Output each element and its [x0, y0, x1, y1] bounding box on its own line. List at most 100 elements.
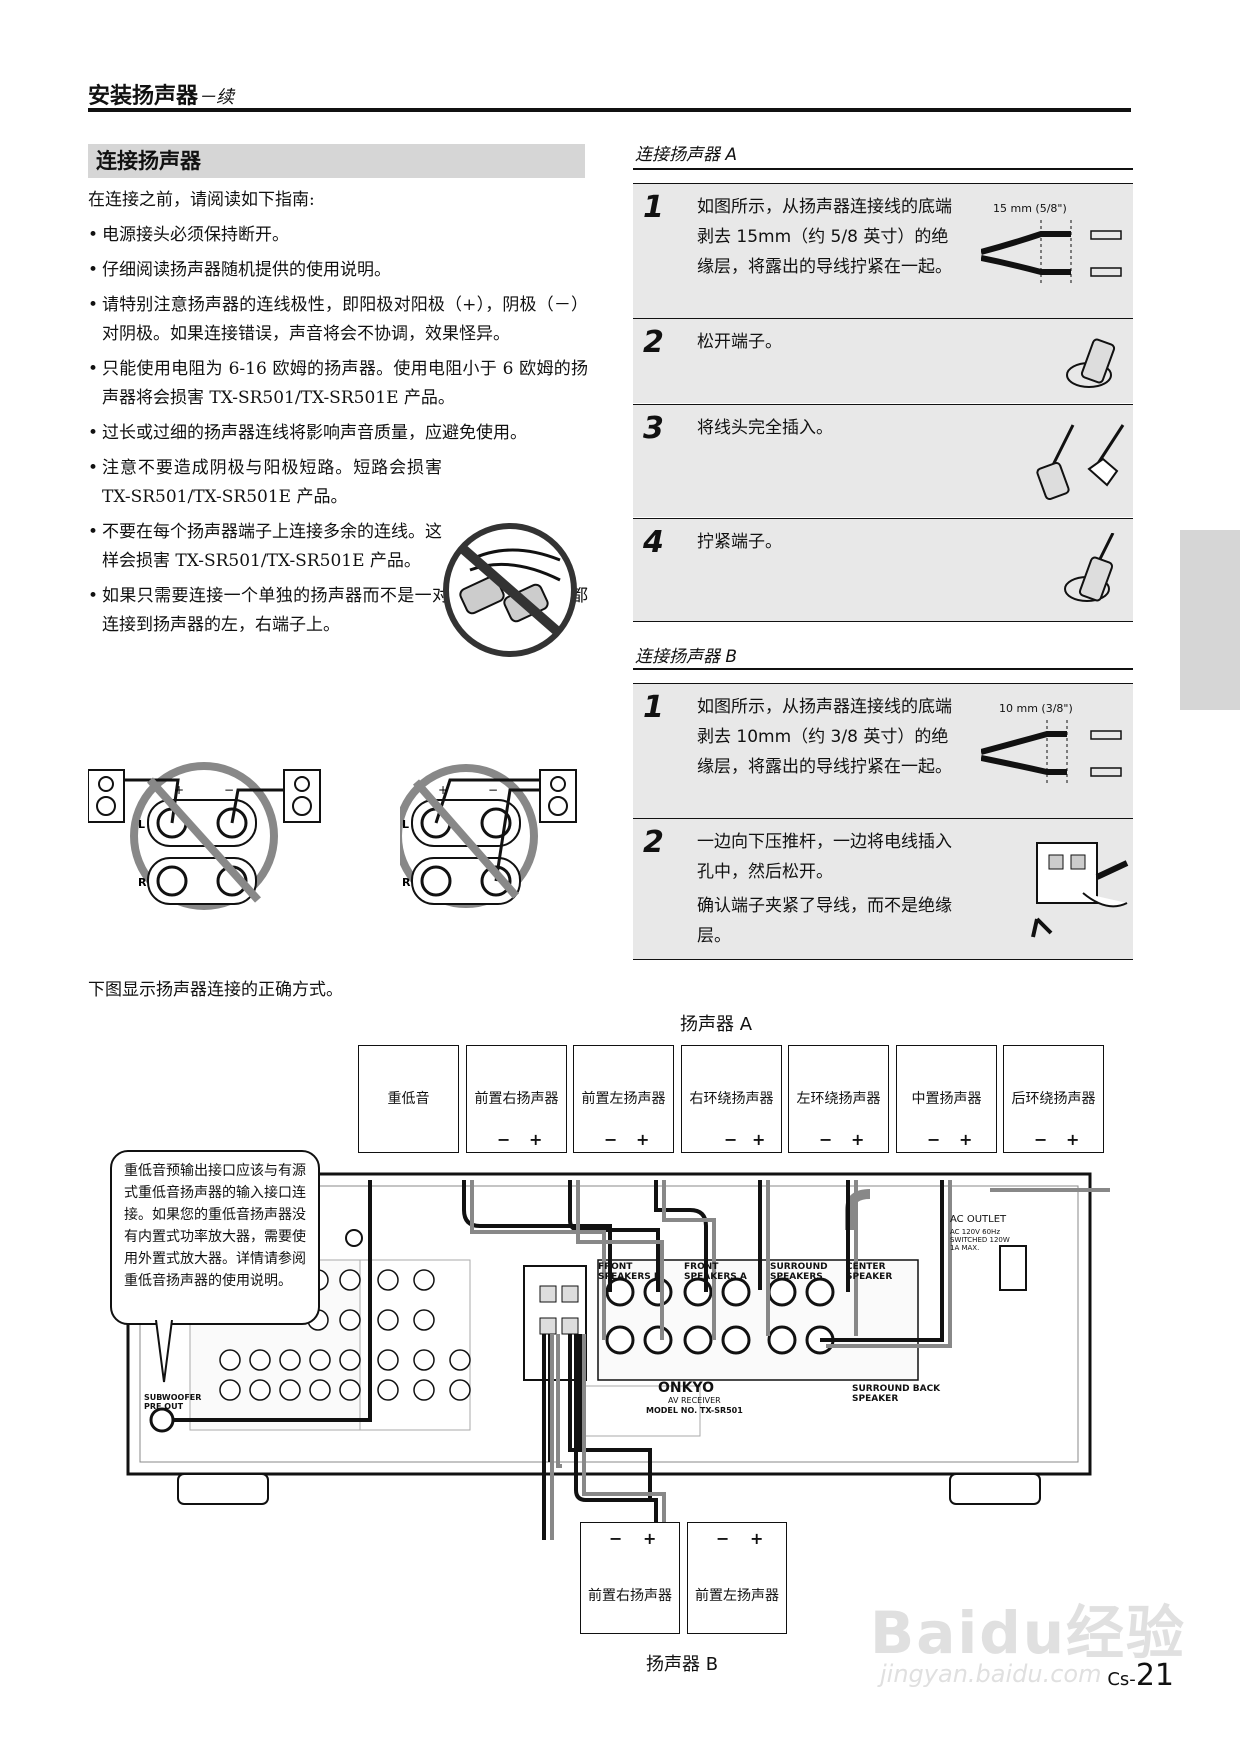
- row-divider: [633, 318, 1133, 319]
- speaker-name: 中置扬声器: [911, 1091, 982, 1107]
- page-number: Cs-21: [1107, 1658, 1174, 1693]
- strip-length-label: 15 mm (5/8"): [993, 202, 1067, 215]
- speakers-a-label: 扬声器 A: [680, 1014, 753, 1035]
- step-number: 3: [643, 411, 664, 446]
- step-number: 1: [643, 690, 664, 725]
- baidu-watermark-url: jingyan.baidu.com: [880, 1660, 1102, 1688]
- receiver-type: AV RECEIVER: [668, 1396, 721, 1405]
- speaker-box-b-front-right: − + 前置右扬声器: [580, 1522, 680, 1634]
- minus-label: −: [604, 1130, 618, 1149]
- diagram-caption: 下图显示扬声器连接的正确方式。: [88, 980, 343, 1000]
- speaker-box-surround-right: 右环绕扬声器 − +: [681, 1045, 782, 1153]
- speaker-name: 前置右扬声器: [588, 1588, 672, 1604]
- minus-label: −: [497, 1130, 511, 1149]
- terminal-minus-label: −: [488, 783, 498, 797]
- speaker-box-front-left: 前置左扬声器 − +: [573, 1045, 674, 1153]
- speaker-name: 后环绕扬声器: [1011, 1091, 1096, 1107]
- minus-label: −: [716, 1529, 730, 1548]
- speaker-name: 前置左扬声器: [695, 1588, 779, 1604]
- terminal-plus-label: +: [174, 783, 184, 797]
- header-title-text: 安装扬声器: [88, 84, 199, 109]
- step-text: 将线头完全插入。: [697, 418, 833, 438]
- bullet-item: 注意不要造成阴极与阳极短路。短路会损害 TX-SR501/TX-SR501E 产…: [88, 454, 442, 512]
- plus-label: +: [643, 1529, 657, 1548]
- row-divider: [633, 818, 1133, 819]
- speaker-name: 前置右扬声器: [474, 1091, 559, 1107]
- speaker-name: 重低音: [387, 1091, 430, 1107]
- minus-label: −: [927, 1130, 941, 1149]
- speaker-name: 右环绕扬声器: [689, 1091, 774, 1107]
- connect-b-rule: [633, 668, 1133, 670]
- page-num: 21: [1135, 1658, 1174, 1693]
- row-divider: [633, 183, 1133, 184]
- speakers-b-label: 扬声器 B: [646, 1654, 719, 1675]
- plus-label: +: [750, 1529, 764, 1548]
- step-number: 2: [643, 825, 664, 860]
- insert-wire-illustration: [1036, 424, 1125, 501]
- step-note: 确认端子夹紧了导线，而不是绝缘层。: [697, 896, 952, 946]
- speaker-name: 左环绕扬声器: [796, 1091, 881, 1107]
- step-number: 4: [643, 525, 664, 560]
- bullet-item: 电源接头必须保持断开。: [88, 221, 588, 250]
- bullet-item: 过长或过细的扬声器连线将影响声音质量，应避免使用。: [88, 419, 588, 448]
- speaker-box-surround-back: 后环绕扬声器 − +: [1003, 1045, 1104, 1153]
- bullet-item: 请特别注意扬声器的连线极性，即阳极对阳极（+），阴极（－）对阴极。如果连接错误，…: [88, 291, 588, 349]
- surround-label: SURROUND SPEAKERS: [770, 1262, 828, 1282]
- speaker-box-subwoofer: 重低音: [358, 1045, 459, 1153]
- single-speaker-wrong-illustration-1: + − L R: [88, 762, 321, 910]
- plus-label: +: [1066, 1130, 1080, 1149]
- step-number: 1: [643, 190, 664, 225]
- step-text: 一边向下压推杆，一边将电线插入孔中，然后松开。: [697, 832, 952, 882]
- terminal-l-label: L: [138, 818, 145, 831]
- row-divider: [633, 404, 1133, 405]
- push-terminal-illustration: [1031, 842, 1129, 938]
- single-speaker-wrong-illustration-2: + − L R: [400, 764, 577, 908]
- minus-label: −: [724, 1130, 738, 1149]
- step-a-2: 2 松开端子。: [633, 319, 1133, 403]
- step-a-3: 3 将线头完全插入。: [633, 405, 1133, 517]
- ac-outlet-label: AC OUTLET: [950, 1214, 1007, 1225]
- row-divider: [633, 621, 1133, 622]
- model-number: MODEL NO. TX-SR501: [646, 1406, 743, 1415]
- surround-back-label: SURROUND BACK SPEAKER: [852, 1384, 941, 1404]
- plus-label: +: [529, 1130, 543, 1149]
- subwoofer-note: 重低音预输出接口应该与有源式重低音扬声器的输入接口连接。如果您的重低音扬声器没有…: [110, 1150, 320, 1325]
- step-b-1: 1 如图所示，从扬声器连接线的底端剥去 10mm（约 3/8 英寸）的绝缘层，将…: [633, 684, 1133, 818]
- page-prefix: Cs-: [1107, 1669, 1136, 1690]
- terminal-l-label: L: [402, 818, 409, 831]
- step-text: 如图所示，从扬声器连接线的底端剥去 10mm（约 3/8 英寸）的绝缘层，将露出…: [697, 697, 952, 777]
- step-a-1: 1 如图所示，从扬声器连接线的底端剥去 15mm（约 5/8 英寸）的绝缘层，将…: [633, 184, 1133, 318]
- terminal-r-label: R: [402, 876, 411, 889]
- subwoofer-pre-out-label: SUBWOOFER PRE OUT: [144, 1393, 202, 1411]
- front-b-label: FRONT SPEAKERS B: [598, 1262, 661, 1282]
- step-text: 松开端子。: [697, 332, 782, 352]
- speaker-box-center: 中置扬声器 − +: [896, 1045, 997, 1153]
- row-divider: [633, 959, 1133, 960]
- header-cont: －续: [198, 87, 235, 108]
- bullet-item: 不要在每个扬声器端子上连接多余的连线。这样会损害 TX-SR501/TX-SR5…: [88, 518, 442, 576]
- terminal-plus-label: +: [438, 783, 448, 797]
- plus-label: +: [636, 1130, 650, 1149]
- wire-strip-illustration: [981, 220, 1122, 284]
- step-number: 2: [643, 325, 664, 360]
- section-title: 连接扬声器: [88, 144, 585, 178]
- connect-b-title: 连接扬声器 B: [635, 647, 738, 667]
- bullet-item: 只能使用电阻为 6-16 欧姆的扬声器。使用电阻小于 6 欧姆的扬声器将会损害 …: [88, 355, 588, 413]
- front-a-label: FRONT SPEAKERS A: [684, 1262, 747, 1282]
- speaker-box-surround-left: 左环绕扬声器 − +: [788, 1045, 889, 1153]
- guidelines: 在连接之前，请阅读如下指南: 电源接头必须保持断开。 仔细阅读扬声器随机提供的使…: [88, 186, 588, 646]
- strip-length-label: 10 mm (3/8"): [999, 702, 1073, 715]
- page-header-title: 安装扬声器－续: [88, 78, 234, 110]
- row-divider: [633, 518, 1133, 519]
- loosen-terminal-illustration: [1066, 338, 1116, 388]
- plus-label: +: [752, 1130, 766, 1149]
- connect-a-title: 连接扬声器 A: [635, 145, 738, 165]
- baidu-watermark: Baidu经验: [870, 1599, 1187, 1667]
- minus-label: −: [819, 1130, 833, 1149]
- ac-spec-label: AC 120V 60Hz SWITCHED 120W 1A MAX.: [950, 1228, 1010, 1252]
- minus-label: −: [1034, 1130, 1048, 1149]
- step-b-2: 2 一边向下压推杆，一边将电线插入孔中，然后松开。 确认端子夹紧了导线，而不是绝…: [633, 819, 1133, 959]
- step-a-4: 4 拧紧端子。: [633, 519, 1133, 621]
- row-divider: [633, 683, 1133, 684]
- header-rule: [88, 108, 1131, 112]
